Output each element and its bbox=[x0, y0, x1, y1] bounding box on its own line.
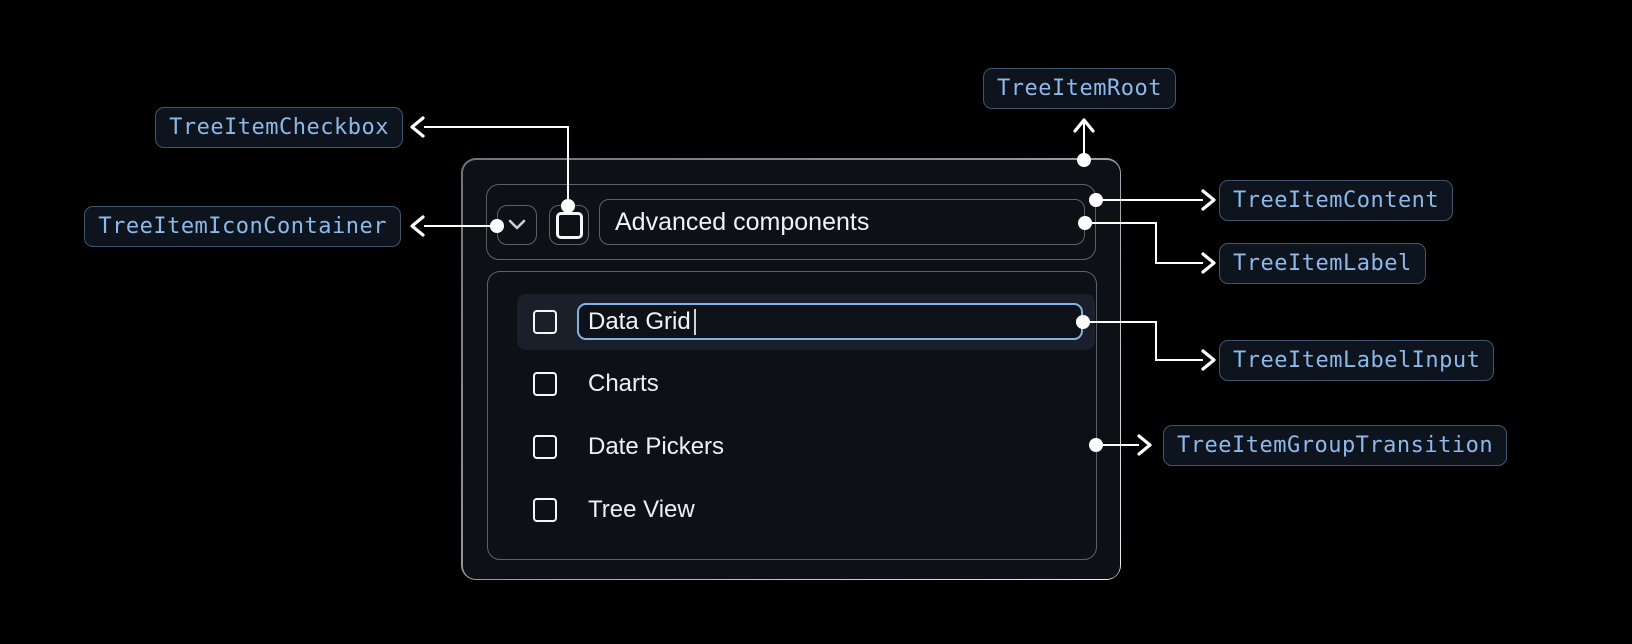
annotation-tree-item-group-transition: TreeItemGroupTransition bbox=[1163, 425, 1508, 466]
arrowhead-checkbox bbox=[410, 116, 425, 138]
arrowhead-root bbox=[1073, 118, 1095, 133]
tree-item-label-input[interactable]: Data Grid bbox=[577, 303, 1083, 340]
tree-item-icon-container[interactable] bbox=[497, 205, 537, 245]
arrowhead-content bbox=[1201, 189, 1216, 211]
arrowhead-label bbox=[1201, 252, 1216, 274]
annotation-tree-item-label-input: TreeItemLabelInput bbox=[1219, 340, 1495, 381]
tree-item-checkbox[interactable] bbox=[549, 205, 589, 245]
chevron-down-icon bbox=[508, 219, 526, 230]
tree-item-date-pickers[interactable]: Date Pickers bbox=[588, 433, 725, 460]
label-input-value: Data Grid bbox=[588, 307, 691, 335]
tree-item-group-transition bbox=[487, 271, 1097, 560]
arrowhead-icon-container bbox=[410, 215, 425, 237]
tree-item-root-surface bbox=[462, 159, 1120, 579]
arrowhead-label-input bbox=[1201, 349, 1216, 371]
parent-label-text: Advanced components bbox=[615, 207, 870, 236]
text-caret bbox=[693, 308, 696, 335]
tree-item-label[interactable]: Advanced components bbox=[599, 199, 1085, 245]
annotation-tree-item-icon-container: TreeItemIconContainer bbox=[84, 206, 401, 247]
checkbox-icon bbox=[555, 211, 583, 239]
annotation-tree-item-label: TreeItemLabel bbox=[1219, 243, 1426, 284]
tree-item-charts[interactable]: Charts bbox=[588, 370, 659, 397]
item-checkbox-data-grid[interactable] bbox=[533, 310, 557, 334]
item-checkbox-tree-view[interactable] bbox=[533, 498, 557, 522]
tree-item-root-panel bbox=[461, 158, 1121, 580]
item-checkbox-charts[interactable] bbox=[533, 372, 557, 396]
tree-item-tree-view[interactable]: Tree View bbox=[588, 496, 695, 523]
annotation-tree-item-checkbox: TreeItemCheckbox bbox=[155, 107, 403, 148]
annotation-tree-item-content: TreeItemContent bbox=[1219, 180, 1454, 221]
item-checkbox-date-pickers[interactable] bbox=[533, 435, 557, 459]
annotation-tree-item-root: TreeItemRoot bbox=[983, 68, 1176, 109]
arrowhead-group-transition bbox=[1137, 434, 1152, 456]
